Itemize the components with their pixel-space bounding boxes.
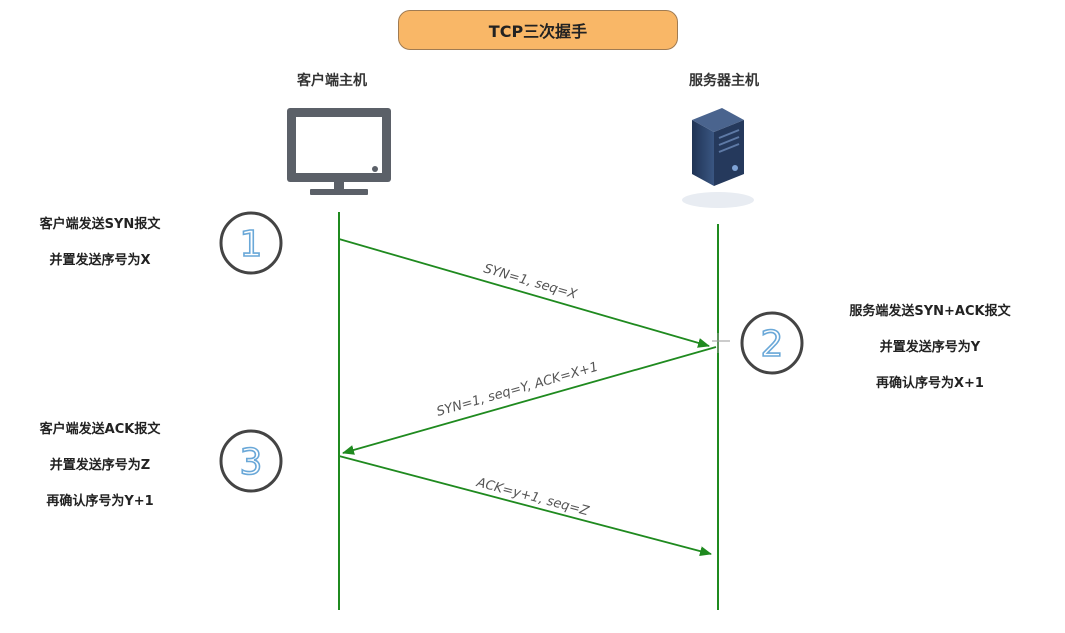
syn-message: SYN=1, seq=X <box>482 261 580 302</box>
step-3-line-2: 并置发送序号为Z <box>49 458 151 473</box>
step-1-line-2: 并置发送序号为X <box>49 253 151 268</box>
step-2-note: 服务端发送SYN+ACK报文 并置发送序号为Y 再确认序号为X+1 <box>830 294 1030 402</box>
step-3-note: 客户端发送ACK报文 并置发送序号为Z 再确认序号为Y+1 <box>10 412 190 520</box>
step-2-circle: 2 <box>740 311 804 375</box>
step-1-line-1: 客户端发送SYN报文 <box>39 217 161 232</box>
server-icon <box>682 108 754 208</box>
step-3-number: 3 <box>240 442 263 483</box>
step-2-number: 2 <box>761 324 784 365</box>
syn-ack-arrow <box>342 346 717 455</box>
step-2-line-2: 并置发送序号为Y <box>879 340 981 355</box>
diagram-title: TCP三次握手 <box>488 22 588 41</box>
step-3-line-1: 客户端发送ACK报文 <box>39 422 161 437</box>
step-1-circle: 1 <box>219 211 283 275</box>
step-1-number: 1 <box>240 224 263 265</box>
step-3-line-3: 再确认序号为Y+1 <box>46 494 154 509</box>
server-label: 服务器主机 <box>689 73 759 89</box>
title-box: TCP三次握手 <box>398 10 678 50</box>
step-1-note: 客户端发送SYN报文 并置发送序号为X <box>10 207 190 279</box>
monitor-icon <box>287 108 391 195</box>
step-2-line-3: 再确认序号为X+1 <box>876 376 984 391</box>
step-3-circle: 3 <box>219 429 283 493</box>
syn-ack-message: SYN=1, seq=Y, ACK=X+1 <box>435 360 600 420</box>
syn-arrow <box>338 238 710 348</box>
crosshair-mark <box>712 333 730 353</box>
ack-message: ACK=y+1, seq=Z <box>474 475 591 519</box>
ack-arrow <box>338 455 712 557</box>
step-2-line-1: 服务端发送SYN+ACK报文 <box>849 304 1011 319</box>
client-label: 客户端主机 <box>297 73 367 89</box>
